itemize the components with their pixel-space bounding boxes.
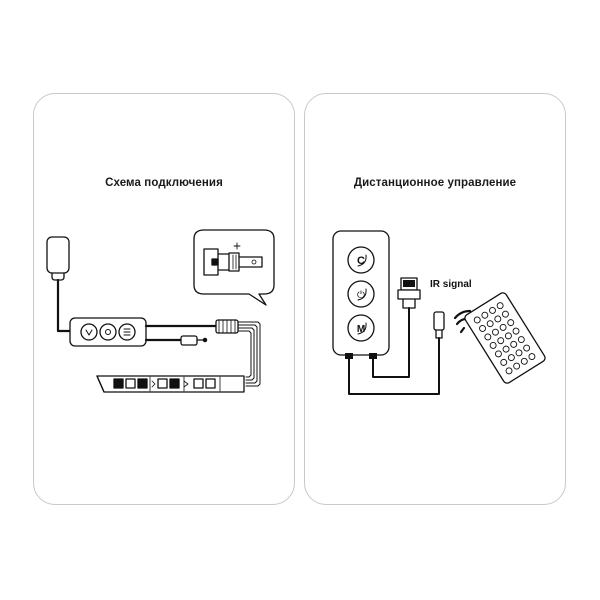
dc-connector-icon — [397, 277, 421, 309]
power-adapter-icon — [46, 236, 72, 333]
remote-control-panel: Дистанционное управление — [304, 93, 566, 505]
cable-right — [372, 307, 410, 378]
connection-scheme-panel: Схема подключения — [33, 93, 295, 505]
button-c-label: C — [357, 255, 365, 267]
cable-left — [348, 337, 440, 395]
controller-block-icon — [69, 317, 147, 347]
remote-control-title: Дистанционное управление — [353, 177, 517, 189]
connector-detail-callout — [193, 229, 275, 306]
button-power-label: ⏻ — [357, 290, 365, 301]
ir-receiver-right-icon — [433, 311, 445, 339]
controller-tall-icon — [332, 230, 390, 359]
led-strip-icon — [96, 375, 245, 393]
connection-scheme-diagram — [46, 229, 275, 393]
ir-remote-icon — [464, 292, 546, 384]
button-m-label: M — [357, 324, 365, 335]
ir-signal-label: IR signal — [430, 279, 472, 290]
strip-connector-icon — [215, 319, 261, 387]
connection-scheme-title: Схема подключения — [105, 177, 223, 189]
remote-control-diagram: C ⏻ M — [332, 230, 546, 395]
ir-receiver-icon — [180, 335, 208, 346]
